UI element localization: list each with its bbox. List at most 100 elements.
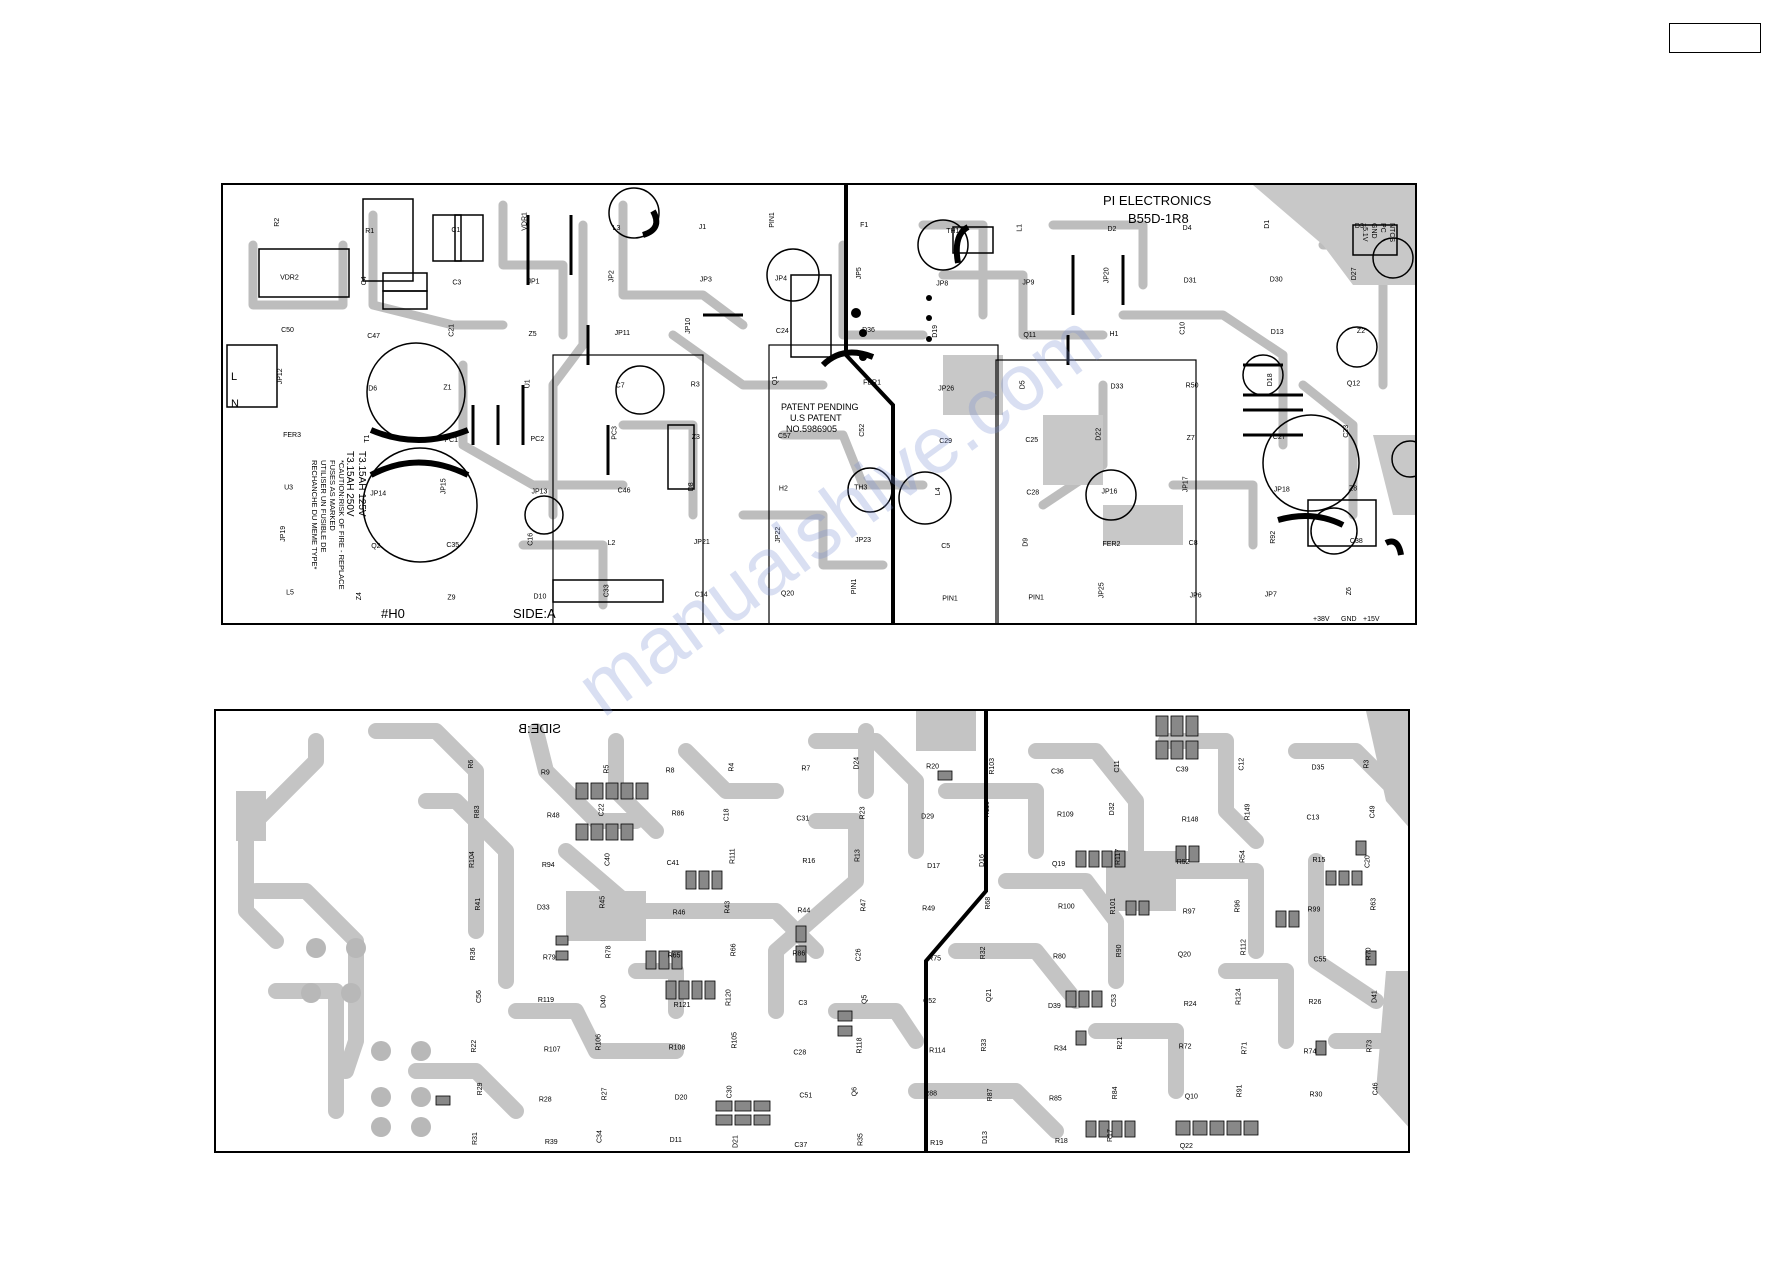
ref-designator: Q2 (371, 543, 380, 550)
ref-designator: R63 (1370, 898, 1377, 911)
ref-designator: C4 (361, 276, 368, 285)
ref-designator: JP10 (685, 318, 692, 334)
caution-line-2: FUSES AS MARKED (328, 460, 337, 531)
jumpers (471, 215, 1303, 475)
ref-designator: JP8 (936, 280, 948, 287)
ref-designator: C33 (604, 584, 611, 597)
ref-designator: R33 (981, 1039, 988, 1052)
ref-designator: D20 (675, 1094, 688, 1101)
bulk-capacitor-c3-outline (362, 447, 478, 563)
ref-designator: C27 (1273, 434, 1286, 441)
ref-designator: Q20 (1178, 951, 1191, 958)
ref-designator: C29 (939, 438, 952, 445)
company-name: PI ELECTRONICS (1103, 193, 1212, 208)
ref-designator: C34 (597, 1130, 604, 1143)
ref-designator: Q1 (772, 376, 779, 385)
ref-designator: H2 (779, 485, 788, 492)
ref-designator: JP15 (440, 478, 447, 494)
ref-designator: D13 (1271, 329, 1284, 336)
ref-designator: C12 (1239, 758, 1246, 771)
ref-designator: D18 (1267, 373, 1274, 386)
ref-designator: D32 (1109, 802, 1116, 815)
ref-designator: Q22 (1180, 1143, 1193, 1150)
connector-pin-labels: +5.1V GND PC NTCS (1361, 223, 1395, 242)
ref-designator: Z7 (1187, 435, 1195, 442)
ref-designator: Z8 (1349, 485, 1357, 492)
ref-designator: R83 (474, 805, 481, 818)
ref-designator: C52 (923, 998, 936, 1005)
ref-designator: C49 (1369, 805, 1376, 818)
ref-designator: D33 (537, 905, 550, 912)
ref-designator: R71 (1242, 1042, 1249, 1055)
ref-designator: D2 (1108, 226, 1117, 233)
ref-designator: R99 (1308, 907, 1321, 914)
fuse-rating-2: T3.15AH 250V (344, 451, 355, 517)
ref-designator: D41 (1371, 990, 1378, 1003)
ref-designator: Q5 (861, 995, 868, 1004)
copper-pours (943, 185, 1415, 545)
ref-designator: PC3 (612, 426, 619, 440)
ref-designator: R148 (1182, 816, 1199, 823)
ref-designator: D21 (733, 1135, 740, 1148)
ref-designator: Q20 (781, 590, 794, 597)
ref-designator: C47 (367, 333, 380, 340)
ref-designator: C28 (1026, 489, 1039, 496)
ref-designator: R78 (606, 945, 613, 958)
ref-designator: Z6 (1346, 587, 1353, 595)
ref-designator: JP14 (370, 490, 386, 497)
ref-designator: R117 (1115, 849, 1122, 865)
ref-designator: D3 (1355, 223, 1364, 230)
ref-designator: JP17 (1183, 476, 1190, 492)
ref-designator: R124 (1236, 988, 1243, 1005)
caution-line-4: RECHANCHE DU MEME TYPE* (310, 460, 319, 570)
ref-designator: C3 (798, 1000, 807, 1007)
ref-designator: C31 (796, 815, 809, 822)
ref-designator: R92 (1270, 531, 1277, 544)
pcb-side-a-artwork: PI ELECTRONICS B55D-1R8 SIDE:A #H0 PATEN… (226, 185, 1415, 623)
ref-designator: C18 (724, 808, 731, 821)
page-tag-box (1669, 23, 1761, 53)
ref-designator: C13 (1307, 814, 1320, 821)
ref-designator: R96 (1235, 900, 1242, 913)
ref-designator: R80 (1053, 953, 1066, 960)
ref-designator: C55 (1314, 956, 1327, 963)
patent-line-3: NO.5986905 (786, 424, 837, 434)
ref-designator: D39 (1048, 1003, 1061, 1010)
output-38v: +38V (1313, 616, 1330, 623)
ref-designator: JP1 (528, 278, 540, 285)
ref-designator: R36 (470, 947, 477, 960)
ref-designator: R72 (1179, 1044, 1192, 1051)
board-a-text: PI ELECTRONICS B55D-1R8 SIDE:A #H0 PATEN… (231, 193, 1395, 623)
ref-designator: C40 (605, 853, 612, 866)
ref-designator: R86 (792, 950, 805, 957)
ref-designator: Z5 (529, 331, 537, 338)
ref-designator: R41 (475, 898, 482, 911)
ref-designator: Q11 (1023, 332, 1036, 339)
ref-designator: JP2 (609, 270, 616, 282)
ref-designator: JP26 (938, 385, 954, 392)
ref-designator: D24 (853, 757, 860, 770)
side-b-label: SIDE:B (518, 721, 561, 736)
pin-ntcs: NTCS (1388, 223, 1395, 242)
ref-designator: R65 (668, 952, 681, 959)
ref-designator: TH1 (946, 228, 959, 235)
ref-designator: JP25 (1099, 582, 1106, 598)
ref-designator: PC1 (444, 437, 458, 444)
ref-designator: R90 (1116, 944, 1123, 957)
ref-designator: C30 (727, 1085, 734, 1098)
corner-mark: #H0 (381, 606, 405, 621)
ref-designator: J1 (699, 224, 707, 231)
ref-designator: R101 (1110, 898, 1117, 915)
ref-designator: R111 (730, 848, 737, 864)
ref-designator: T1 (364, 434, 371, 442)
ref-designator: R44 (797, 908, 810, 915)
ref-designator: R9 (541, 770, 550, 777)
transformer-l1-outline (362, 198, 414, 282)
ref-designator: U3 (284, 484, 293, 491)
ref-designator: Q21 (986, 989, 993, 1002)
ref-designator: PIN1 (1028, 594, 1044, 601)
pcb-side-b-artwork: R6R9R5R8R4R7D24R20R103C36C11C39C12D35R3R… (236, 711, 1408, 1151)
ref-designator: C24 (776, 328, 789, 335)
ref-designator: C50 (281, 327, 294, 334)
ref-designator: FER2 (1103, 541, 1121, 548)
